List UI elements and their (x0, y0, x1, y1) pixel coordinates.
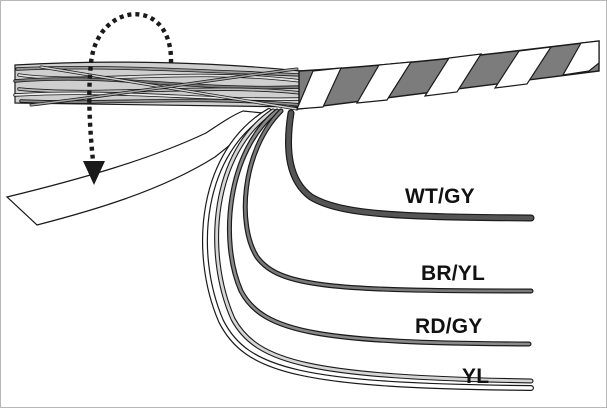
label-yl: YL (462, 365, 489, 388)
loose-tape-strip (5, 110, 265, 226)
spiral-tape-wrap (296, 40, 600, 110)
unwrap-direction-arrow (83, 12, 174, 185)
wire-yl (202, 108, 534, 391)
wire-labels: WT/GY BR/YL RD/GY YL (405, 185, 489, 388)
arrowhead-icon (83, 161, 105, 185)
label-rd-gy: RD/GY (415, 315, 483, 338)
wire-br-yl (242, 108, 534, 294)
wire-yl-2 (214, 108, 534, 384)
wire-bundle (13, 61, 303, 111)
wire-wt-gy (285, 109, 535, 222)
branch-wires (202, 108, 535, 391)
label-wt-gy: WT/GY (405, 185, 475, 208)
wire-rd-gy (226, 108, 532, 347)
label-br-yl: BR/YL (421, 262, 485, 285)
